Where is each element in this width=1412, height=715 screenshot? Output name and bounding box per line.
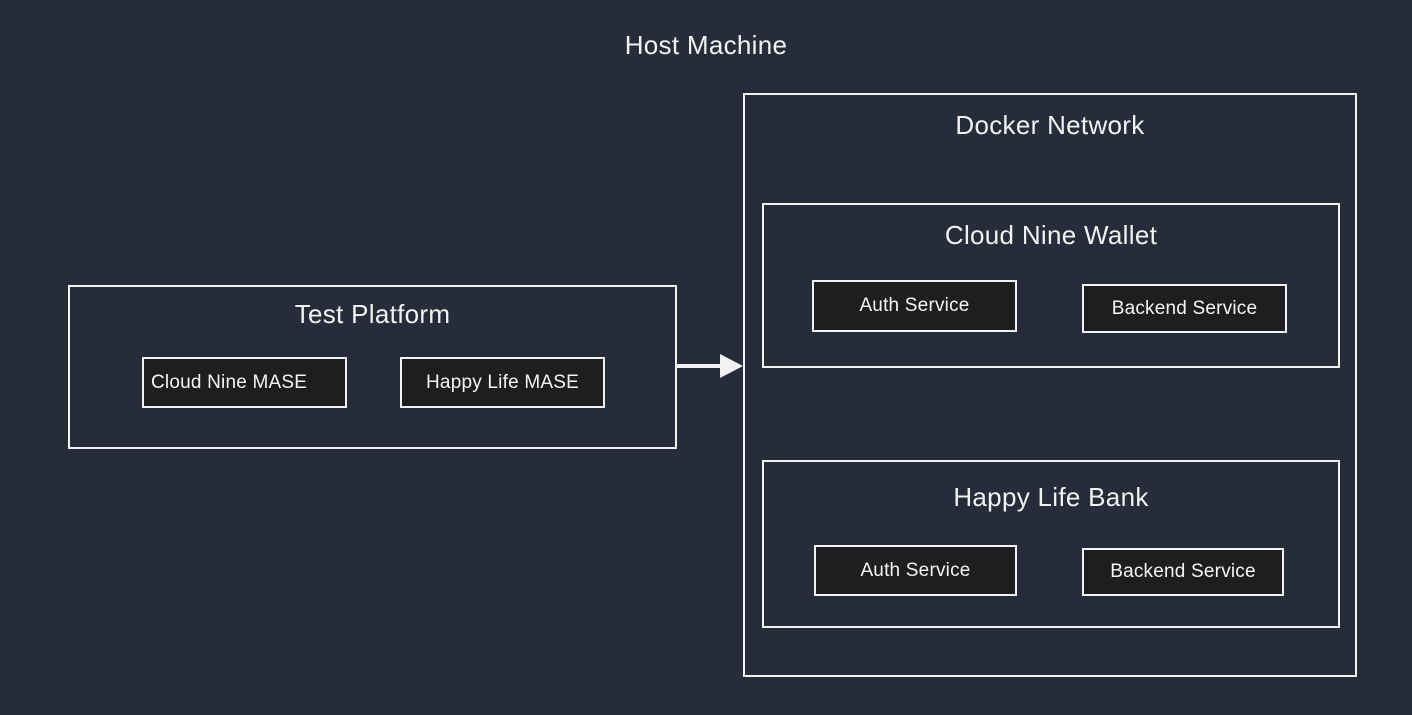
happy-life-mase-node: Happy Life MASE [400,357,605,408]
auth-service-label: Auth Service [860,559,971,581]
cloud-nine-mase-node: Cloud Nine MASE [142,357,347,408]
test-platform-title: Test Platform [294,299,451,329]
cloud-nine-wallet-backend-service-node: Backend Service [1082,284,1287,333]
docker-network-title: Docker Network [955,110,1145,140]
host-machine-label: Host Machine [624,30,788,60]
docker-network-box: Docker Network Cloud Nine Wallet Auth Se… [743,93,1357,677]
cloud-nine-wallet-auth-service-node: Auth Service [812,280,1017,332]
cloud-nine-wallet-title: Cloud Nine Wallet [944,220,1158,250]
happy-life-bank-backend-service-node: Backend Service [1082,548,1284,596]
cloud-nine-wallet-box: Cloud Nine Wallet Auth Service Backend S… [762,203,1340,368]
happy-life-mase-label: Happy Life MASE [426,371,579,393]
happy-life-bank-box: Happy Life Bank Auth Service Backend Ser… [762,460,1340,628]
happy-life-bank-title: Happy Life Bank [953,482,1149,512]
cloud-nine-mase-label: Cloud Nine MASE [151,371,308,393]
happy-life-bank-auth-service-node: Auth Service [814,545,1017,596]
auth-service-label: Auth Service [859,295,970,316]
backend-service-label: Backend Service [1110,561,1256,582]
right-arrow-icon [677,354,743,378]
test-platform-box: Test Platform Cloud Nine MASE Happy Life… [68,285,677,449]
backend-service-label: Backend Service [1111,297,1258,319]
